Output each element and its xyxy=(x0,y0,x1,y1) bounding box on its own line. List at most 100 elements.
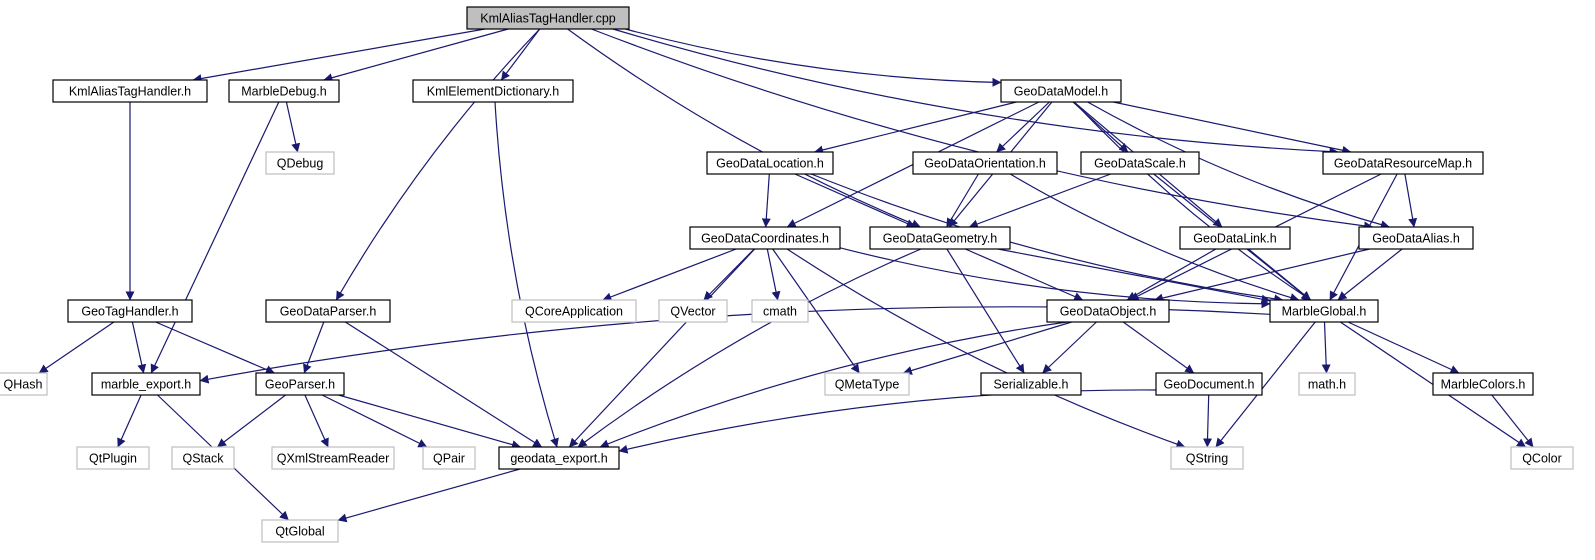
node-qtplugin: QtPlugin xyxy=(76,446,150,470)
edge-gdorient-to-gdgeom xyxy=(946,173,979,228)
node-mexport[interactable]: marble_export.h xyxy=(91,372,201,396)
node-root[interactable]: KmlAliasTagHandler.cpp xyxy=(466,6,630,30)
node-gdparser[interactable]: GeoDataParser.h xyxy=(265,299,391,323)
node-qcoreapp: QCoreApplication xyxy=(511,299,637,323)
node-label: QStack xyxy=(183,452,225,466)
node-mglobal[interactable]: MarbleGlobal.h xyxy=(1269,299,1379,323)
node-label: QMetaType xyxy=(835,378,900,392)
node-qcolor: QColor xyxy=(1510,446,1574,470)
node-label: GeoDataLocation.h xyxy=(716,157,824,171)
edge-gdgeom-to-mglobal xyxy=(997,248,1271,304)
edge-gdparser-to-gdexport xyxy=(344,321,543,448)
node-label: GeoDataLink.h xyxy=(1193,232,1276,246)
node-label: QXmlStreamReader xyxy=(277,452,390,466)
node-gdlink[interactable]: GeoDataLink.h xyxy=(1179,226,1291,250)
edge-gdcoord-to-qvector xyxy=(703,248,755,301)
node-label: GeoDocument.h xyxy=(1163,378,1254,392)
edge-root-to-mdebug xyxy=(323,28,509,83)
node-gdresmap[interactable]: GeoDataResourceMap.h xyxy=(1322,151,1484,175)
edge-root-to-kaht_h xyxy=(192,28,486,83)
edge-gdgeom-to-gdexport xyxy=(577,248,922,448)
node-label: MarbleGlobal.h xyxy=(1282,305,1367,319)
node-qstring: QString xyxy=(1170,446,1244,470)
edge-geoparser-to-gdexport xyxy=(338,394,521,449)
edge-gdalias-to-mglobal xyxy=(1337,248,1403,301)
node-label: math.h xyxy=(1308,378,1346,392)
node-mathh: math.h xyxy=(1298,372,1356,396)
node-gdalias[interactable]: GeoDataAlias.h xyxy=(1358,226,1474,250)
node-gdscale[interactable]: GeoDataScale.h xyxy=(1080,151,1200,175)
edge-gdloc-to-gdcoord xyxy=(761,173,771,228)
edge-gdlink-to-gdobject xyxy=(1126,248,1217,301)
node-mcolors[interactable]: MarbleColors.h xyxy=(1432,372,1534,396)
node-geodoc[interactable]: GeoDocument.h xyxy=(1155,372,1263,396)
edge-geotag-to-qhash xyxy=(38,321,115,374)
node-gdorient[interactable]: GeoDataOrientation.h xyxy=(912,151,1058,175)
node-gdobject[interactable]: GeoDataObject.h xyxy=(1046,299,1170,323)
edge-gdloc-to-mglobal xyxy=(810,173,1284,304)
node-qpair: QPair xyxy=(422,446,476,470)
node-label: QVector xyxy=(670,305,715,319)
node-kaht_h[interactable]: KmlAliasTagHandler.h xyxy=(52,79,208,103)
node-gdcoord[interactable]: GeoDataCoordinates.h xyxy=(689,226,841,250)
edge-gdgeom-to-gdobject xyxy=(965,248,1084,301)
edge-gdlink-to-mglobal xyxy=(1248,248,1311,301)
edge-gdcoord-to-gdexport xyxy=(568,248,756,448)
node-gdgeom[interactable]: GeoDataGeometry.h xyxy=(869,226,1011,250)
node-label: GeoDataOrientation.h xyxy=(924,157,1046,171)
edge-gdcoord-to-cmath xyxy=(766,248,781,301)
node-qmetatype: QMetaType xyxy=(824,372,910,396)
edge-gdmodel-to-mglobal xyxy=(1073,101,1312,301)
node-label: QString xyxy=(1186,452,1228,466)
edge-geotag-to-geoparser xyxy=(155,321,275,374)
node-gdloc[interactable]: GeoDataLocation.h xyxy=(706,151,834,175)
node-label: GeoDataScale.h xyxy=(1094,157,1186,171)
node-qtglobal: QtGlobal xyxy=(261,519,339,543)
node-gdmodel[interactable]: GeoDataModel.h xyxy=(1000,79,1122,103)
edge-gdexport-to-qtglobal xyxy=(337,468,521,523)
edge-gdresmap-to-gdalias xyxy=(1404,173,1418,228)
node-label: QCoreApplication xyxy=(525,305,623,319)
edge-mdebug-to-mexport xyxy=(150,101,280,374)
edge-gdgeom-to-serial xyxy=(946,248,1025,374)
edge-geoparser-to-qxml xyxy=(304,394,329,448)
node-label: MarbleColors.h xyxy=(1441,378,1526,392)
node-qxml: QXmlStreamReader xyxy=(271,446,395,470)
edge-gdmodel-to-gdalias xyxy=(1087,101,1390,230)
edge-gdmodel-to-gdloc xyxy=(814,101,1017,155)
edge-root-to-gdgeom xyxy=(567,28,921,228)
edge-gdcoord-to-mglobal xyxy=(839,247,1271,309)
edge-gdalias-to-gdobject xyxy=(1153,248,1370,303)
edge-geodoc-to-gdexport xyxy=(618,389,1157,454)
node-qvector: QVector xyxy=(658,299,728,323)
edge-geotag-to-mexport xyxy=(131,321,147,374)
node-serial[interactable]: Serializable.h xyxy=(980,372,1082,396)
node-label: QHash xyxy=(4,378,43,392)
node-label: GeoDataModel.h xyxy=(1014,85,1109,99)
node-label: GeoDataAlias.h xyxy=(1372,232,1460,246)
node-label: KmlElementDictionary.h xyxy=(427,85,560,99)
node-label: marble_export.h xyxy=(101,378,191,392)
node-geoparser[interactable]: GeoParser.h xyxy=(255,372,345,396)
node-gdexport[interactable]: geodata_export.h xyxy=(498,446,620,470)
node-qstack: QStack xyxy=(171,446,235,470)
edge-root-to-gdparser xyxy=(335,28,541,301)
edge-gdobject-to-serial xyxy=(1042,321,1097,374)
node-label: GeoDataResourceMap.h xyxy=(1334,157,1472,171)
edge-mexport-to-qtplugin xyxy=(117,394,142,448)
node-kedict[interactable]: KmlElementDictionary.h xyxy=(412,79,574,103)
edge-gdscale-to-gdgeom xyxy=(968,173,1111,229)
node-label: GeoTagHandler.h xyxy=(81,305,178,319)
edge-gdobject-to-qmetatype xyxy=(902,321,1072,375)
node-cmath: cmath xyxy=(751,299,809,323)
node-geotag[interactable]: GeoTagHandler.h xyxy=(67,299,193,323)
edge-mglobal-to-mcolors xyxy=(1347,321,1460,374)
edge-gdloc-to-gdgeom xyxy=(794,173,916,228)
node-label: QtPlugin xyxy=(89,452,137,466)
node-qhash: QHash xyxy=(0,372,48,396)
edge-gdparser-to-geoparser xyxy=(303,321,325,374)
node-mdebug[interactable]: MarbleDebug.h xyxy=(228,79,340,103)
edge-gdmodel-to-gdorient xyxy=(996,101,1050,153)
node-label: geodata_export.h xyxy=(510,452,607,466)
